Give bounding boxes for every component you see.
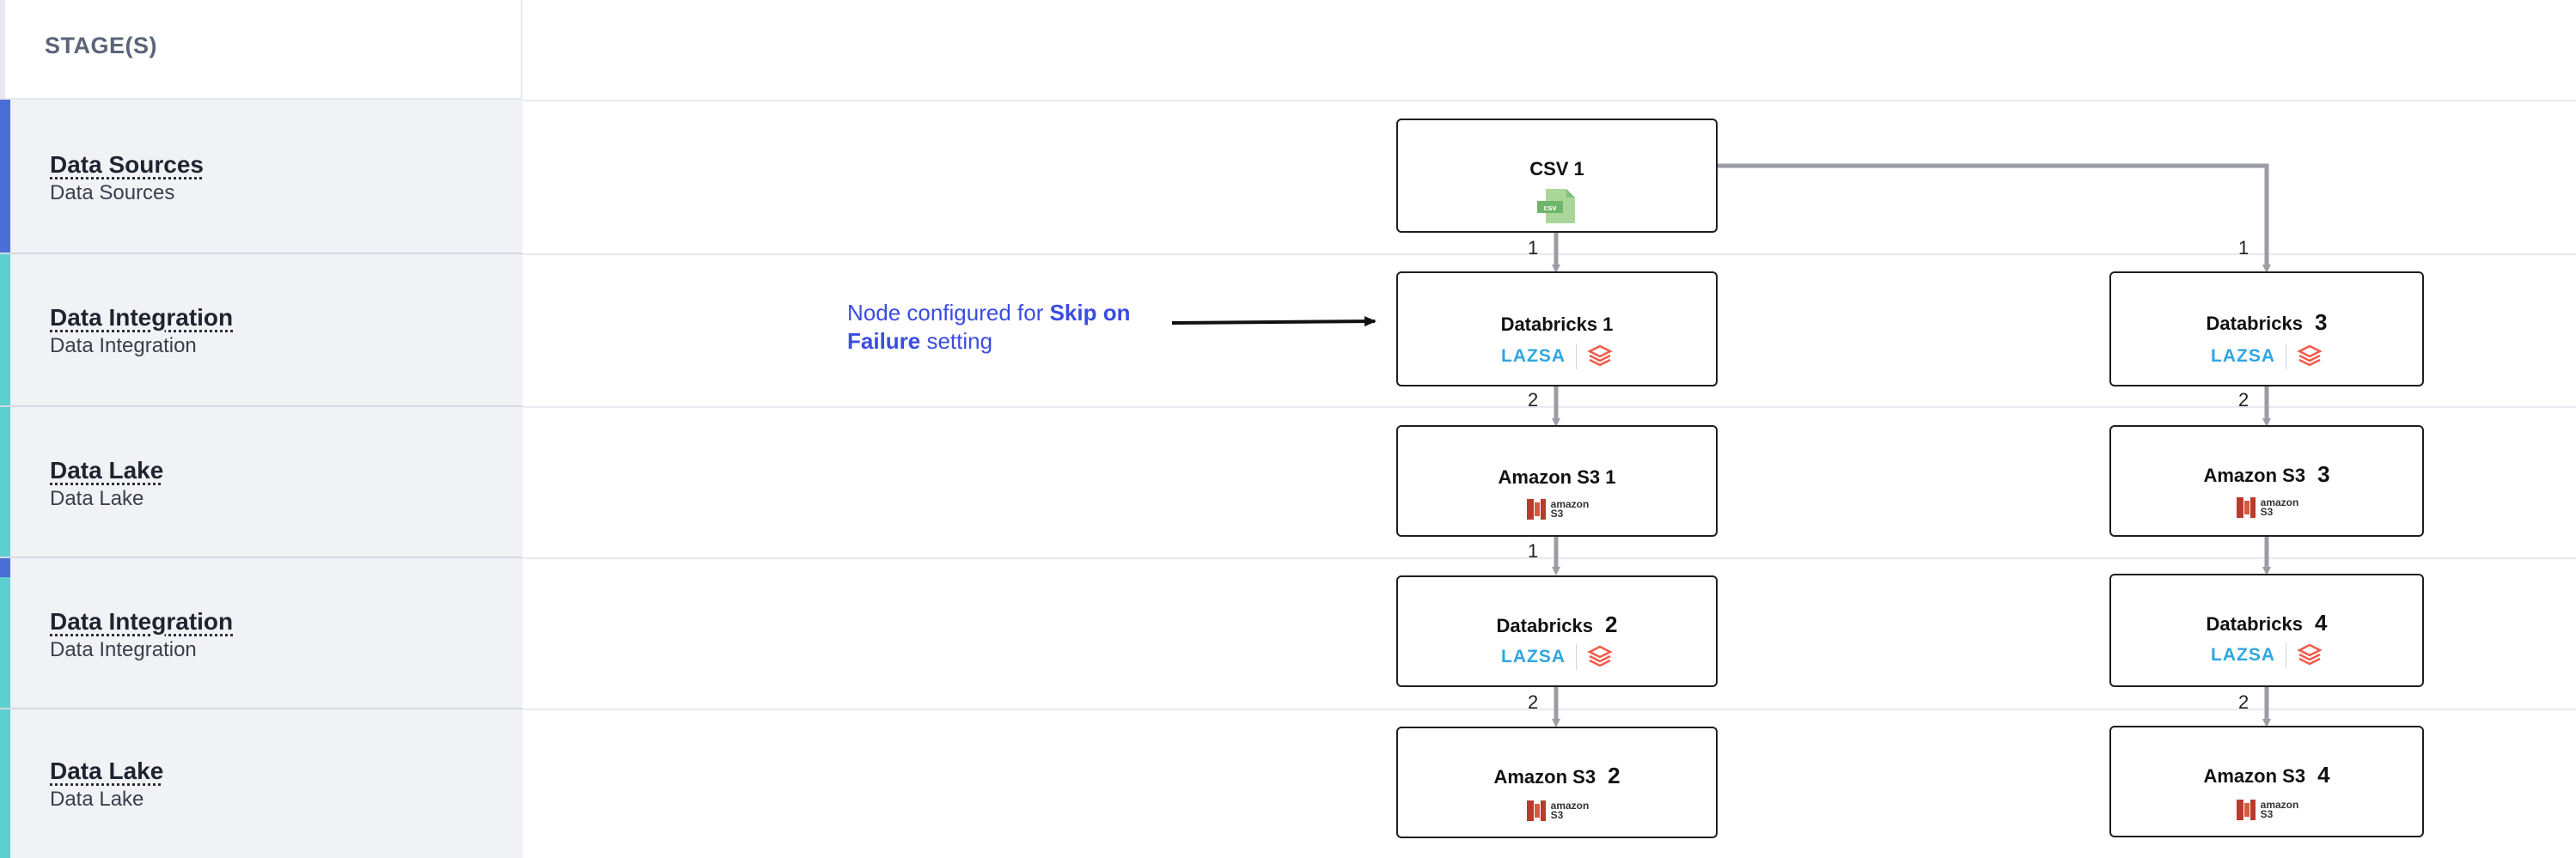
databricks-icon: LAZSA (1398, 344, 1716, 369)
edge-label: 1 (1528, 237, 1539, 259)
stage-row-data-integration[interactable]: Data Integration Data Integration (0, 254, 522, 407)
stage-subtitle: Data Sources (50, 181, 175, 204)
node-csv-1[interactable]: CSV 1 csv (1396, 119, 1718, 233)
stage-title[interactable]: Data Sources (50, 151, 204, 178)
stage-color-bar (0, 254, 10, 405)
node-label: Amazon S3 1 (1498, 466, 1616, 488)
lazsa-logo: LAZSA (2211, 346, 2275, 366)
stage-title[interactable]: Data Lake (50, 457, 164, 484)
edge-label: 1 (2238, 237, 2249, 259)
edge-label: 2 (1528, 691, 1539, 713)
lazsa-logo: LAZSA (1501, 346, 1566, 366)
stage-subtitle: Data Lake (50, 487, 144, 510)
lazsa-logo: LAZSA (1501, 647, 1566, 666)
stage-title[interactable]: Data Lake (50, 758, 164, 784)
skip-on-failure-annotation: Node configured for Skip on Failure sett… (847, 299, 1191, 356)
stage-subtitle: Data Lake (50, 788, 144, 811)
stage-subtitle: Data Integration (50, 334, 197, 357)
node-label: CSV 1 (1529, 158, 1584, 180)
databricks-logo-icon (2297, 643, 2323, 666)
stage-color-bar (0, 407, 10, 557)
stages-header-label: STAGE(S) (45, 33, 157, 58)
node-label: Databricks 1 (1500, 313, 1614, 335)
sidebar-edge (0, 0, 5, 100)
edge-label: 2 (2238, 389, 2249, 411)
annotation-prefix: Node configured for (847, 300, 1050, 326)
annotation-suffix: setting (920, 328, 993, 354)
stage-row-data-integration-2[interactable]: Data Integration Data Integration (0, 558, 522, 709)
edge-label: 2 (2238, 691, 2249, 713)
stage-color-bar (0, 709, 10, 858)
stage-subtitle: Data Integration (50, 638, 197, 661)
stage-title[interactable]: Data Integration (50, 304, 234, 331)
databricks-icon: LAZSA (2111, 344, 2422, 369)
databricks-logo-icon (2297, 344, 2323, 367)
stage-row-data-sources[interactable]: Data Sources Data Sources (0, 100, 522, 254)
canvas-row-divider (522, 100, 2576, 101)
databricks-logo-icon (1587, 344, 1613, 367)
canvas-row-divider (522, 406, 2576, 408)
edge-csv1-db3 (1717, 163, 2271, 273)
csv-file-icon: csv (1398, 187, 1716, 225)
edge-label: 1 (1528, 540, 1539, 562)
databricks-icon: LAZSA (1398, 644, 1716, 670)
annotation-bold: Skip on Failure (847, 300, 1131, 354)
canvas-row-divider (522, 253, 2576, 255)
edge-label: 2 (1528, 389, 1539, 411)
canvas-row-divider (522, 557, 2576, 559)
annotation-arrow (1171, 316, 1377, 327)
stage-row-data-lake-2[interactable]: Data Lake Data Lake (0, 709, 522, 858)
stage-title[interactable]: Data Integration (50, 608, 234, 635)
databricks-logo-icon (1587, 645, 1613, 667)
stage-row-data-lake[interactable]: Data Lake Data Lake (0, 407, 522, 558)
canvas-row-divider (522, 709, 2576, 710)
stage-color-bar-accent (0, 558, 10, 577)
svg-text:csv: csv (1543, 204, 1556, 212)
stage-color-bar (0, 100, 10, 253)
lazsa-logo: LAZSA (2211, 645, 2275, 665)
node-databricks-1[interactable]: Databricks 1 LAZSA (1396, 271, 1718, 386)
stage-color-bar (0, 558, 10, 708)
stages-header: STAGE(S) (0, 0, 522, 100)
databricks-icon: LAZSA (2111, 642, 2422, 668)
